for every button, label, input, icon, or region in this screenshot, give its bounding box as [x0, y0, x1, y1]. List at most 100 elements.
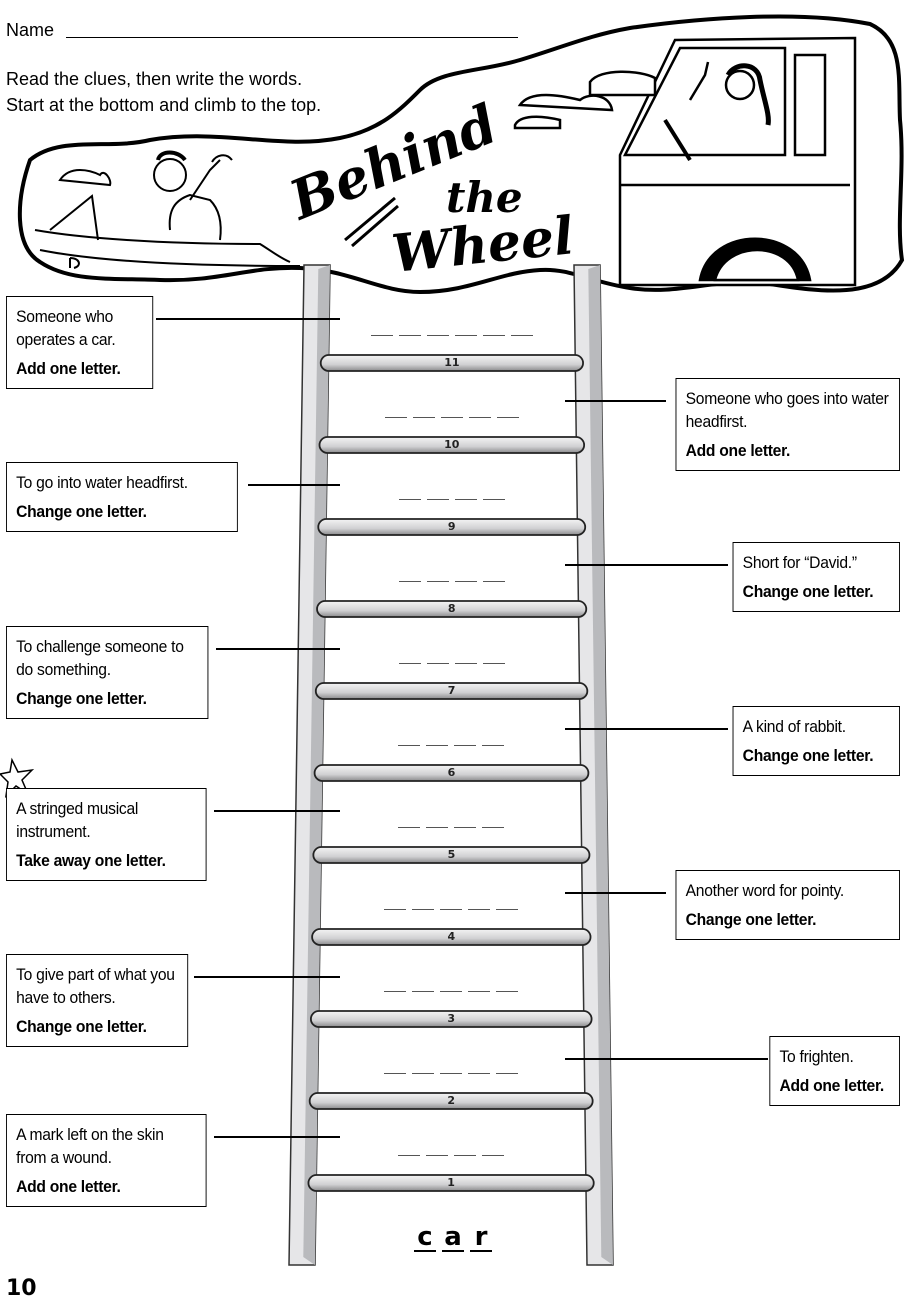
letter-blank[interactable] [496, 1073, 519, 1074]
letter-blank[interactable] [412, 909, 435, 910]
letter-blank[interactable] [496, 909, 519, 910]
clue-box: A stringed musical instrument.Take away … [6, 788, 207, 881]
letter-blank[interactable] [398, 499, 421, 500]
leader-line [565, 892, 666, 894]
answer-blanks[interactable] [398, 745, 505, 746]
letter-blank[interactable] [454, 745, 477, 746]
ladder-rung [312, 846, 591, 864]
letter-blank[interactable] [426, 663, 449, 664]
clue-action: Change one letter. [742, 746, 874, 765]
instructions: Read the clues, then write the words. St… [6, 66, 321, 118]
letter-blank[interactable] [398, 581, 421, 582]
letter-blank[interactable] [384, 909, 407, 910]
letter-blank[interactable] [384, 991, 407, 992]
letter-blank[interactable] [482, 581, 505, 582]
clue-hint: Someone who goes into water headfirst. [685, 389, 889, 431]
clue-hint: A stringed musical instrument. [16, 799, 139, 841]
letter-blank[interactable] [412, 417, 435, 418]
clue-box: To give part of what you have to others.… [6, 954, 189, 1047]
letter-blank[interactable] [510, 335, 533, 336]
answer-blanks[interactable] [384, 991, 519, 992]
clue-action: Add one letter. [779, 1076, 884, 1095]
letter-blank[interactable] [412, 991, 435, 992]
letter-blank[interactable] [440, 991, 463, 992]
letter-blank[interactable] [454, 335, 477, 336]
clue-hint: To go into water headfirst. [16, 473, 188, 492]
letter-blank[interactable] [426, 335, 449, 336]
letter-blank[interactable] [454, 499, 477, 500]
instruction-line-1: Read the clues, then write the words. [6, 69, 303, 89]
answer-blanks[interactable] [398, 581, 505, 582]
letter-blank[interactable] [482, 745, 505, 746]
letter-blank[interactable] [496, 417, 519, 418]
ladder-rung [316, 600, 588, 618]
letter-blank[interactable] [468, 909, 491, 910]
letter-blank[interactable] [482, 1155, 505, 1156]
answer-blanks[interactable] [398, 1155, 505, 1156]
clue-hint: A mark left on the skin from a wound. [16, 1125, 164, 1167]
letter-blank[interactable] [398, 335, 421, 336]
leader-line [565, 564, 728, 566]
letter-blank[interactable] [482, 499, 505, 500]
letter-blank[interactable] [384, 1073, 407, 1074]
rung-number: 6 [447, 766, 456, 779]
banner-illustration: Behind the Wheel [17, 14, 905, 295]
clue-action: Change one letter. [16, 689, 147, 708]
clue-box: Someone who operates a car. Add one lette… [6, 296, 154, 389]
ladder-rung [307, 1174, 595, 1192]
letter-blank[interactable] [398, 1155, 421, 1156]
start-letter: a [442, 1224, 464, 1252]
clue-action: Change one letter. [742, 582, 874, 601]
letter-blank[interactable] [384, 417, 407, 418]
letter-blank[interactable] [426, 827, 449, 828]
letter-blank[interactable] [454, 827, 477, 828]
letter-blank[interactable] [468, 417, 491, 418]
letter-blank[interactable] [426, 1155, 449, 1156]
letter-blank[interactable] [482, 335, 505, 336]
clue-action: Add one letter. [16, 359, 121, 378]
clue-hint: Someone who operates a car. [16, 307, 116, 349]
letter-blank[interactable] [482, 827, 505, 828]
ladder-rung [317, 518, 587, 536]
clue-hint: To challenge someone to do something. [16, 637, 184, 679]
letter-blank[interactable] [468, 1073, 491, 1074]
clue-box: To frighten.Add one letter. [769, 1036, 900, 1106]
answer-blanks[interactable] [398, 827, 505, 828]
letter-blank[interactable] [412, 1073, 435, 1074]
rung-number: 2 [447, 1094, 455, 1107]
letter-blank[interactable] [454, 581, 477, 582]
leader-line [565, 400, 666, 402]
letter-blank[interactable] [454, 1155, 477, 1156]
letter-blank[interactable] [370, 335, 393, 336]
name-input-line[interactable] [66, 37, 518, 38]
letter-blank[interactable] [440, 909, 463, 910]
letter-blank[interactable] [496, 991, 519, 992]
letter-blank[interactable] [454, 663, 477, 664]
truck-driver-illustration [513, 36, 857, 287]
letter-blank[interactable] [398, 745, 421, 746]
answer-blanks[interactable] [398, 499, 505, 500]
rung-number: 10 [444, 438, 460, 451]
rung-number: 1 [447, 1176, 455, 1189]
answer-blanks[interactable] [384, 909, 519, 910]
letter-blank[interactable] [398, 827, 421, 828]
clue-action: Change one letter. [685, 910, 817, 929]
letter-blank[interactable] [426, 745, 449, 746]
title-word-the: the [446, 173, 523, 222]
clue-action: Add one letter. [16, 1177, 121, 1196]
car-driver-illustration [34, 150, 301, 269]
ladder-rung [309, 1010, 593, 1028]
letter-blank[interactable] [468, 991, 491, 992]
answer-blanks[interactable] [370, 335, 533, 336]
letter-blank[interactable] [426, 581, 449, 582]
answer-blanks[interactable] [384, 1073, 519, 1074]
letter-blank[interactable] [482, 663, 505, 664]
letter-blank[interactable] [398, 663, 421, 664]
answer-blanks[interactable] [384, 417, 519, 418]
letter-blank[interactable] [426, 499, 449, 500]
letter-blank[interactable] [440, 417, 463, 418]
answer-blanks[interactable] [398, 663, 505, 664]
rung-number: 11 [444, 356, 460, 369]
letter-blank[interactable] [440, 1073, 463, 1074]
ladder-left-rail [288, 264, 331, 1266]
